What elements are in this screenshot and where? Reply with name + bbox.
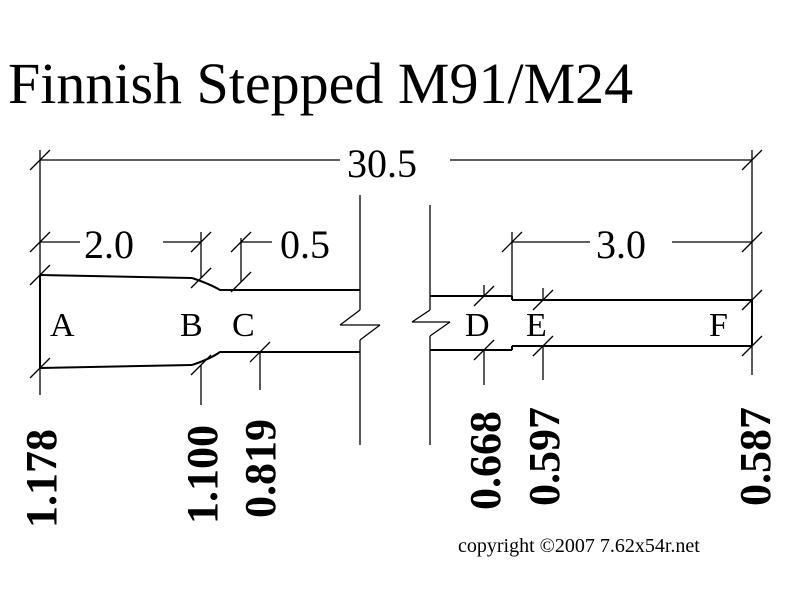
copyright-notice: copyright ©2007 7.62x54r.net: [458, 535, 700, 557]
dimension-line-b-c: [230, 231, 272, 253]
diameter-e-label: 0.597: [520, 407, 569, 506]
diagram-title: Finnish Stepped M91/M24: [8, 51, 633, 116]
diameter-f-label: 0.587: [731, 407, 780, 506]
diameter-tick-marks: [29, 264, 763, 379]
dimension-line-e-f: [501, 231, 763, 253]
diameter-c-label: 0.819: [236, 419, 285, 518]
section-label-b: B: [180, 307, 203, 344]
diameter-d-label: 0.668: [461, 411, 510, 510]
break-symbol-left: [339, 290, 381, 352]
section-label-d: D: [465, 307, 490, 344]
length-a-b-label: 2.0: [84, 222, 134, 267]
section-label-e: E: [526, 307, 547, 344]
length-e-f-label: 3.0: [596, 222, 646, 267]
dimension-line-overall: [29, 149, 763, 171]
break-symbol-right: [411, 298, 451, 350]
length-b-c-label: 0.5: [280, 222, 330, 267]
section-label-a: A: [50, 307, 75, 344]
barrel-outline-breech-section: [39, 274, 360, 369]
section-label-c: C: [232, 307, 255, 344]
extension-lines: [39, 150, 753, 445]
barrel-outline-muzzle-section: [430, 295, 753, 351]
diameter-b-label: 1.100: [178, 425, 227, 524]
section-label-f: F: [709, 307, 728, 344]
overall-length-label: 30.5: [347, 141, 417, 186]
dimension-line-a-b: [29, 231, 212, 253]
diameter-a-label: 1.178: [17, 429, 66, 528]
